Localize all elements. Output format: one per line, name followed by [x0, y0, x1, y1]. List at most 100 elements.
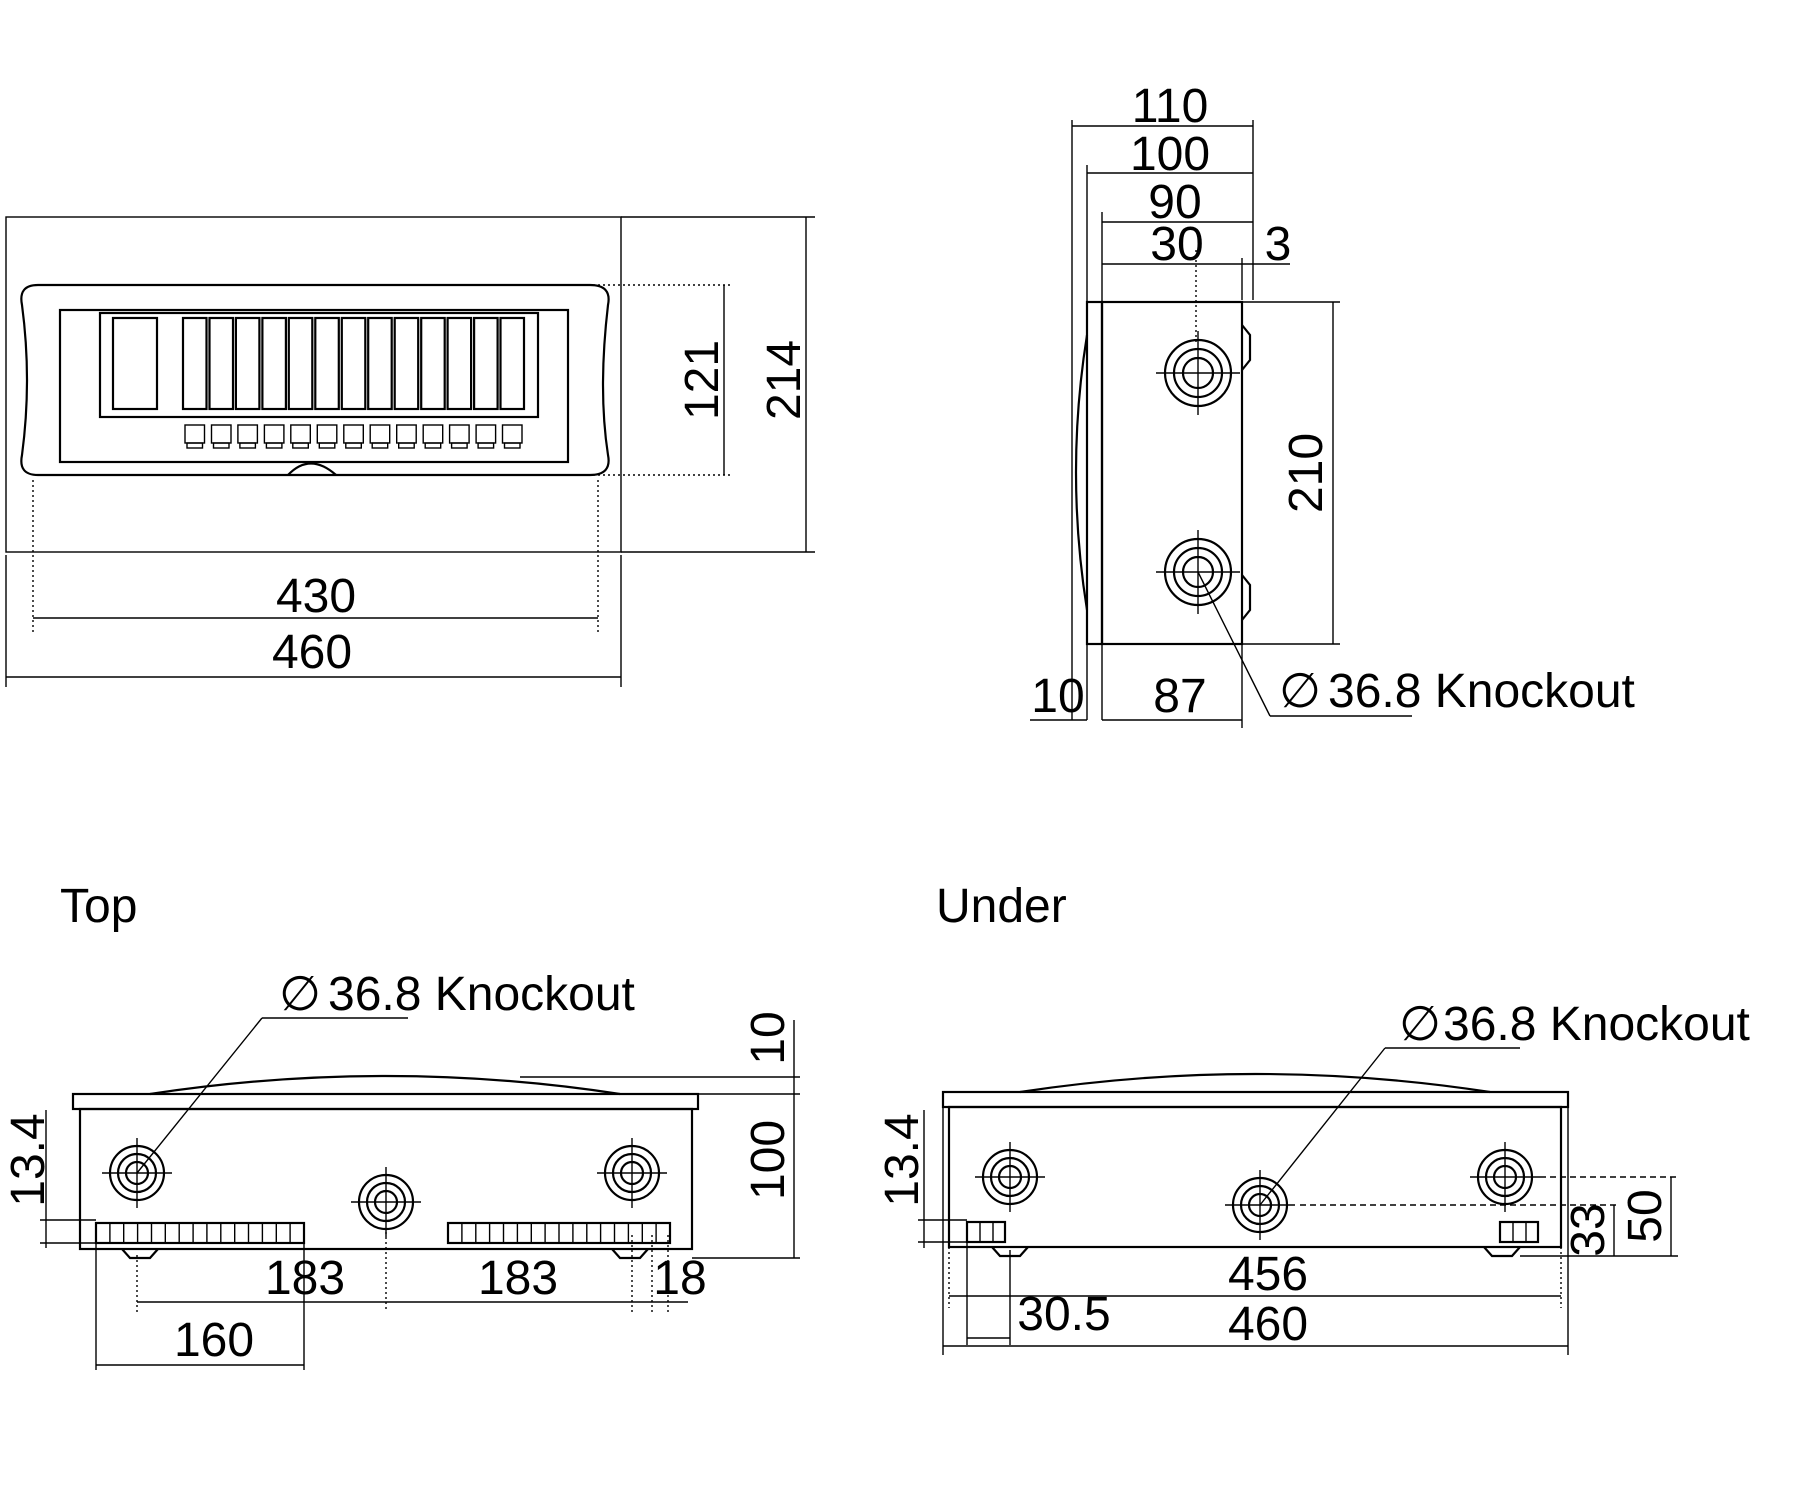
- breaker-terminal: [237, 424, 259, 444]
- top-knockout-leader: [136, 1017, 263, 1174]
- dim-side-10: 10: [1031, 670, 1084, 723]
- breaker-screw: [265, 442, 283, 449]
- dim-side-90: 90: [1148, 176, 1201, 229]
- breaker-module: [181, 316, 208, 411]
- top-foot-left: [121, 1248, 159, 1260]
- front-window: [58, 308, 570, 464]
- top-foot-right: [611, 1248, 649, 1260]
- breaker-terminal: [343, 424, 364, 444]
- dim-under-50: 50: [1619, 1189, 1672, 1242]
- breaker-modules: [181, 316, 526, 411]
- breaker-screw: [186, 442, 204, 449]
- under-view-title: Under: [936, 880, 1067, 933]
- breaker-terminal: [369, 424, 391, 444]
- dim-side-30: 30: [1150, 218, 1203, 271]
- breaker-module: [261, 316, 287, 411]
- dim-under-30-5: 30.5: [1017, 1288, 1110, 1341]
- side-lid-curve: [1074, 334, 1089, 611]
- dim-top-160: 160: [174, 1314, 254, 1367]
- breaker-module: [473, 316, 499, 411]
- breaker-terminal: [501, 424, 523, 444]
- breaker-terminal: [396, 424, 417, 444]
- top-knockout-label: 36.8 Knockout: [328, 968, 635, 1021]
- dim-front-width-outer: 460: [272, 626, 352, 679]
- dim-top-10: 10: [742, 1011, 795, 1064]
- dim-side-87: 87: [1153, 670, 1206, 723]
- breaker-module: [208, 316, 235, 411]
- under-view: Under ∅ 36.8 Knockout 13.4: [876, 880, 1750, 1355]
- breaker-module: [314, 316, 340, 411]
- front-door-latch: [287, 462, 337, 476]
- breaker-screw: [212, 442, 230, 449]
- under-foot-right: [1483, 1246, 1521, 1258]
- breaker-screw: [503, 442, 521, 449]
- top-lid: [71, 1092, 700, 1111]
- top-view-title: Top: [60, 880, 137, 933]
- main-switch-slot: [111, 316, 159, 411]
- dim-front-height-outer: 214: [758, 340, 811, 420]
- breaker-terminal: [448, 424, 470, 444]
- front-view: 121 214 430 460: [5, 216, 815, 687]
- breaker-terminals: [184, 424, 523, 449]
- breaker-terminal: [263, 424, 285, 444]
- side-view: 110 100 90 30 3 210 10: [1030, 80, 1635, 728]
- top-vent-left: [94, 1221, 306, 1245]
- breaker-terminal: [475, 424, 497, 444]
- under-knockout-center: [1225, 1170, 1295, 1240]
- breaker-screw: [398, 442, 415, 449]
- breaker-module: [367, 316, 393, 411]
- top-knockout-right: [597, 1138, 667, 1208]
- side-hinge-top: [1241, 324, 1252, 371]
- breaker-module: [446, 316, 473, 411]
- breaker-terminal: [290, 424, 311, 444]
- dim-side-210: 210: [1280, 433, 1333, 513]
- under-knockout-label: 36.8 Knockout: [1443, 998, 1750, 1051]
- breaker-module: [234, 316, 261, 411]
- dim-under-33: 33: [1562, 1203, 1615, 1256]
- dim-top-100: 100: [742, 1120, 795, 1200]
- breaker-terminal: [184, 424, 206, 444]
- under-lid-curve: [1019, 1072, 1491, 1094]
- dim-top-13-4: 13.4: [2, 1113, 55, 1206]
- dim-top-183-right: 183: [478, 1252, 558, 1305]
- breaker-screw: [318, 442, 336, 449]
- breaker-module: [420, 316, 446, 411]
- breaker-terminal: [422, 424, 444, 444]
- under-clip-left: [965, 1220, 1007, 1244]
- under-knockout-leader: [1259, 1047, 1386, 1206]
- dim-top-183-left: 183: [265, 1252, 345, 1305]
- top-lid-curve: [149, 1074, 621, 1096]
- front-din-rail-panel: [98, 311, 540, 419]
- side-knockout-leader: [1197, 571, 1271, 717]
- breaker-screw: [239, 442, 257, 449]
- side-diameter-symbol: ∅: [1279, 665, 1321, 718]
- dim-side-110: 110: [1132, 80, 1209, 133]
- under-diameter-symbol: ∅: [1399, 998, 1441, 1051]
- side-body: [1100, 300, 1244, 646]
- front-outer-frame: [5, 216, 622, 553]
- breaker-screw: [345, 442, 362, 449]
- side-lid: [1085, 300, 1104, 646]
- breaker-terminal: [316, 424, 338, 444]
- side-knockout-top: [1156, 331, 1240, 415]
- under-knockout-right: [1470, 1142, 1540, 1212]
- top-knockout-center: [351, 1167, 421, 1237]
- top-view: Top ∅ 36.8 Knockout 10 100: [2, 880, 800, 1370]
- dim-under-460: 460: [1228, 1298, 1308, 1351]
- dim-side-100: 100: [1130, 128, 1210, 181]
- top-diameter-symbol: ∅: [279, 968, 321, 1021]
- breaker-screw: [292, 442, 309, 449]
- breaker-screw: [371, 442, 389, 449]
- breaker-terminal: [210, 424, 232, 444]
- dim-top-18: 18: [653, 1252, 706, 1305]
- dim-front-width-inner: 430: [276, 570, 356, 623]
- dim-front-height-inner: 121: [676, 340, 729, 420]
- breaker-module: [393, 316, 420, 411]
- under-lid: [941, 1090, 1570, 1109]
- breaker-screw: [477, 442, 495, 449]
- breaker-module: [287, 316, 314, 411]
- dim-under-13-4: 13.4: [876, 1113, 929, 1206]
- dim-side-3: 3: [1265, 218, 1292, 271]
- side-hinge-bottom: [1241, 574, 1252, 621]
